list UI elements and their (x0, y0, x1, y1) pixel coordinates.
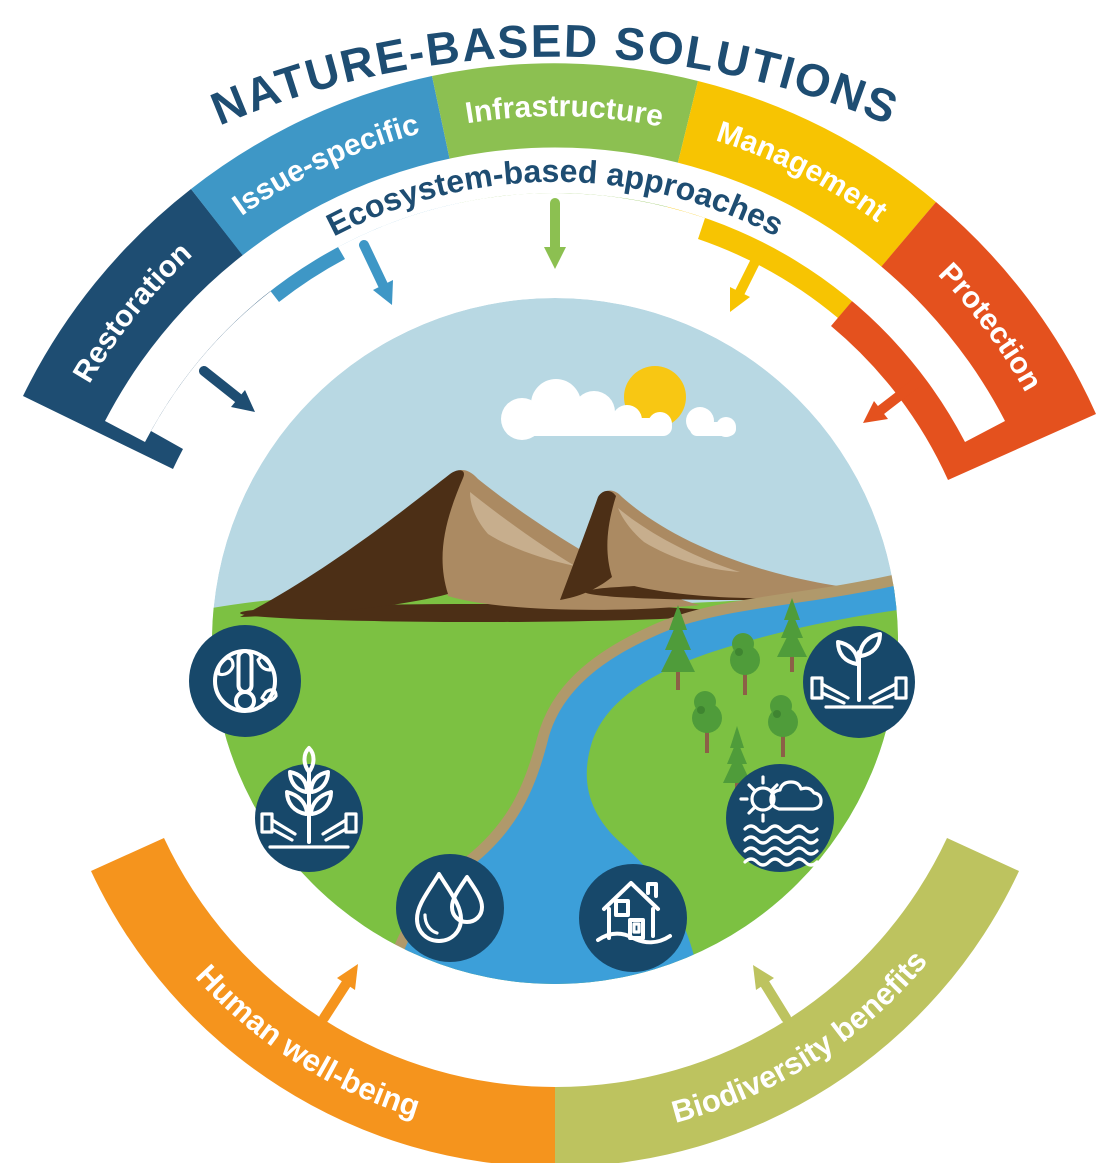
arrow-management-head (730, 287, 750, 312)
arrow-management (730, 247, 765, 312)
house-wave-icon (579, 864, 687, 972)
sun-cloud-waves-icon (726, 764, 834, 872)
arrow-infrastructure (544, 198, 566, 269)
drop-shine (423, 913, 439, 935)
segment-protection (831, 202, 1096, 480)
tree (777, 598, 807, 672)
tree (661, 605, 695, 690)
ecosystem-band (105, 147, 1005, 442)
arrow-biodiversity-benefits-head (753, 965, 774, 990)
hands (260, 812, 358, 849)
thermometer-bulb (234, 690, 256, 712)
river (394, 585, 898, 984)
arrow-restoration-head (231, 390, 255, 412)
arrow-biodiversity-benefits-shaft (760, 979, 791, 1023)
arrow-infrastructure-head (544, 247, 566, 269)
hands-seedling-icon (803, 626, 915, 738)
arrow-human-well-being-head (337, 964, 358, 990)
bottom-segment-human-well-being (91, 838, 555, 1163)
tree (723, 726, 751, 797)
bottom-segment-biodiversity-benefits (555, 838, 1019, 1163)
drop-large (415, 872, 463, 943)
flood-wave (596, 931, 672, 945)
arrow-issue-specific (359, 240, 393, 305)
icon-badge (726, 764, 834, 872)
sun-rays (739, 775, 779, 823)
arrow-management-shaft (735, 247, 765, 297)
tree (768, 695, 798, 757)
water-waves (743, 824, 819, 867)
arrow-protection (863, 378, 921, 423)
arrow-biodiversity-benefits (753, 965, 791, 1023)
water-drops-icon (396, 854, 504, 962)
mountain-left (240, 470, 720, 622)
arrow-issue-specific-shaft (359, 240, 388, 290)
segment-restoration (23, 189, 271, 469)
crop-plant (285, 746, 333, 844)
landscape-circle (212, 298, 898, 984)
tree (692, 691, 722, 753)
arrow-human-well-being-shaft (319, 979, 351, 1023)
weather-sun (750, 786, 776, 812)
arrow-issue-specific-head (373, 280, 393, 305)
clouds (501, 379, 736, 440)
trees (661, 598, 807, 797)
door-panel (632, 922, 641, 934)
globe-continents (216, 654, 278, 703)
arrow-protection-shaft (876, 378, 921, 415)
arrow-human-well-being (319, 964, 358, 1023)
arrow-restoration (199, 366, 255, 412)
hands (810, 676, 908, 709)
globe-thermometer-icon (189, 625, 301, 737)
tree (730, 633, 760, 695)
hands-crop-icon (255, 746, 363, 872)
arrow-protection-head (863, 401, 888, 423)
arrow-restoration-shaft (199, 366, 243, 403)
icon-badge (189, 625, 301, 737)
weather-cloud (769, 780, 823, 811)
icon-badge (396, 854, 504, 962)
seedling (836, 632, 882, 702)
